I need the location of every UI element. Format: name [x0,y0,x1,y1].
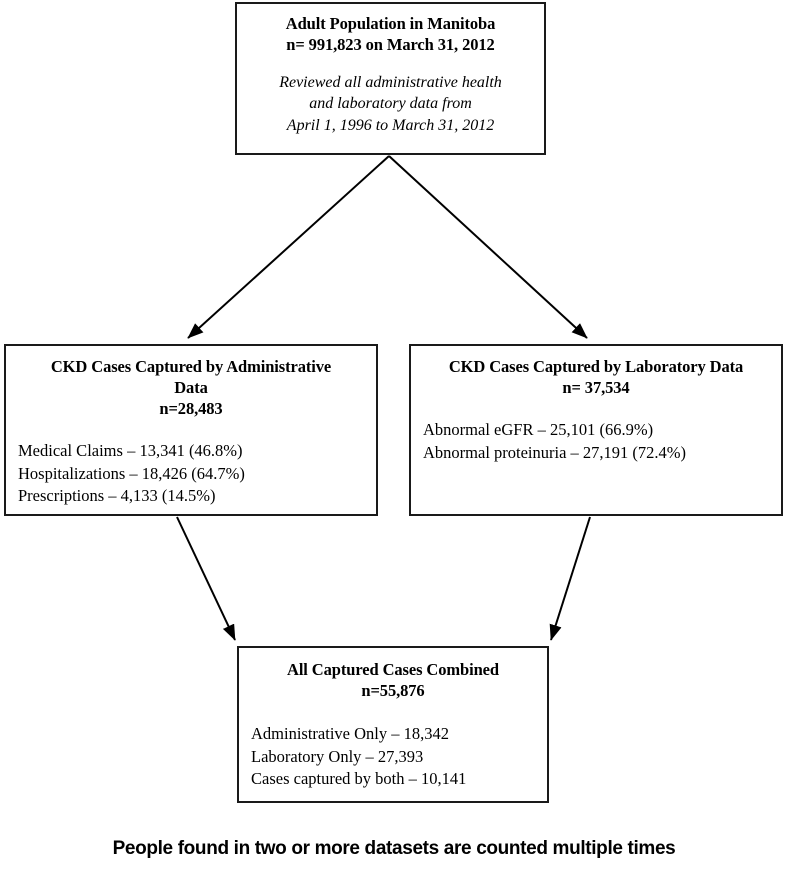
node-ckd-laboratory: CKD Cases Captured by Laboratory Data n=… [409,344,783,516]
edge-lab-to-combined [549,516,591,641]
node-all-captured-combined-items: Administrative Only – 18,342 Laboratory … [247,723,539,790]
list-item: Abnormal eGFR – 25,101 (66.9%) [423,420,654,440]
node-adult-population-sub-line1: Reviewed all administrative health [279,74,502,92]
node-adult-population: Adult Population in Manitoba n= 991,823 … [235,2,546,155]
node-ckd-laboratory-title: CKD Cases Captured by Laboratory Data n=… [419,356,773,398]
node-ckd-administrative-title: CKD Cases Captured by Administrative Dat… [14,356,368,419]
node-all-captured-combined-title: All Captured Cases Combined n=55,876 [247,659,539,701]
node-adult-population-subtext: Reviewed all administrative health and l… [247,72,534,136]
list-item: Abnormal proteinuria – 27,191 (72.4%) [423,442,687,462]
node-adult-population-sub-line2: and laboratory data from [309,95,472,113]
list-item: Cases captured by both – 10,141 [251,769,467,789]
edge-top-to-lab [388,155,588,339]
node-ckd-administrative: CKD Cases Captured by Administrative Dat… [4,344,378,516]
node-ckd-laboratory-count: n= 37,534 [562,378,630,398]
node-ckd-laboratory-items: Abnormal eGFR – 25,101 (66.9%) Abnormal … [419,419,773,464]
node-adult-population-title: Adult Population in Manitoba n= 991,823 … [247,13,534,55]
edge-admin-to-combined [176,516,236,641]
node-all-captured-combined: All Captured Cases Combined n=55,876 Adm… [237,646,549,803]
footnote-text: People found in two or more datasets are… [112,838,676,859]
node-ckd-laboratory-title-line1: CKD Cases Captured by Laboratory Data [448,357,744,376]
list-item: Hospitalizations – 18,426 (64.7%) [18,463,245,483]
node-ckd-administrative-title-line2: Data [174,378,208,398]
list-item: Prescriptions – 4,133 (14.5%) [18,486,216,506]
node-all-captured-combined-count: n=55,876 [361,681,425,701]
list-item: Medical Claims – 13,341 (46.8%) [18,441,243,461]
list-item: Laboratory Only – 27,393 [251,746,424,766]
node-all-captured-combined-title-line1: All Captured Cases Combined [287,660,499,679]
node-ckd-administrative-title-line1: CKD Cases Captured by Administrative [50,357,332,376]
edge-top-to-admin [187,155,390,339]
node-ckd-administrative-count: n=28,483 [159,399,223,419]
node-ckd-administrative-items: Medical Claims – 13,341 (46.8%) Hospital… [14,440,368,507]
node-adult-population-title-line2: n= 991,823 on March 31, 2012 [286,35,495,55]
node-adult-population-title-line1: Adult Population in Manitoba [285,14,496,33]
node-adult-population-sub-line3: April 1, 1996 to March 31, 2012 [286,116,495,134]
list-item: Administrative Only – 18,342 [251,724,449,744]
